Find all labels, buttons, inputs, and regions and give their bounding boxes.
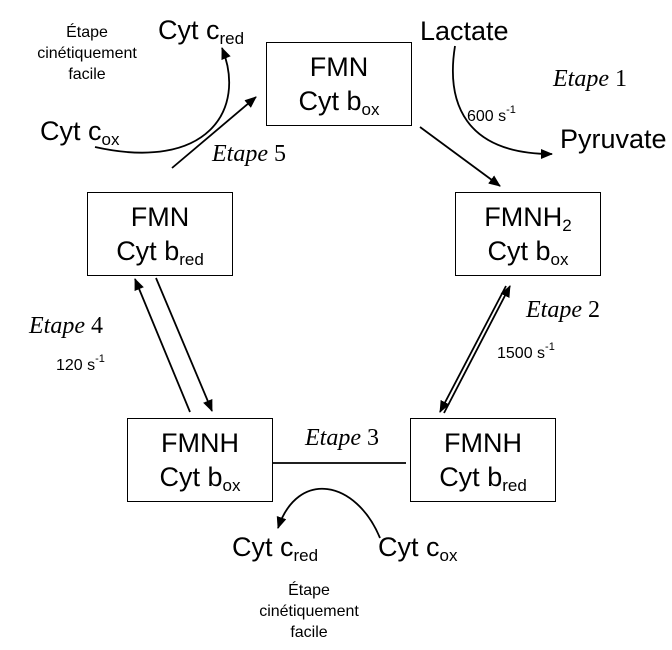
arrow-lactate-pyruvate (452, 45, 553, 159)
arrow-step2-forward (439, 285, 507, 413)
box-fmn-cytb-ox: FMN Cyt box (266, 42, 412, 126)
pyruvate-label: Pyruvate (560, 124, 667, 154)
box-fmnh-cytb-red: FMNH Cyt bred (410, 418, 556, 502)
step-label-5: Etape 5 (212, 141, 286, 167)
arrow-cytc-bottom (276, 488, 381, 539)
box-bottom-right-line1: FMNH (444, 428, 522, 458)
arrow-step1 (419, 126, 501, 187)
box-top-line1: FMN (309, 52, 369, 82)
step-label-2: Etape 2 (526, 297, 600, 323)
box-top-line2: Cyt box (298, 86, 380, 119)
box-bottom-left-line1: FMNH (161, 428, 239, 458)
box-right-line2: Cyt box (487, 236, 569, 269)
arrow-step4-reverse (134, 278, 191, 413)
arrow-step2-reverse (443, 285, 511, 414)
arrow-cytc-top (94, 47, 231, 154)
box-left-line2: Cyt bred (116, 236, 204, 269)
lactate-label: Lactate (420, 16, 509, 46)
step-label-4: Etape 4 (29, 313, 103, 339)
note-bottom-fast-step: Étape cinétiquement facile (259, 582, 359, 641)
cytc-ox-top-label: Cyt cox (40, 116, 120, 149)
rate-step2: 1500 s-1 (497, 341, 555, 363)
box-fmnh-cytb-ox: FMNH Cyt box (127, 418, 273, 502)
note-top-fast-step: Étape cinétiquement facile (37, 24, 137, 83)
arrow-step5 (171, 96, 257, 169)
rate-step4: 120 s-1 (56, 353, 105, 375)
box-left-line1: FMN (130, 202, 190, 232)
step-label-3: Etape 3 (305, 425, 379, 451)
cytc-ox-bottom-label: Cyt cox (378, 532, 458, 565)
box-fmn-cytb-red: FMN Cyt bred (87, 192, 233, 276)
cytc-red-top-label: Cyt cred (158, 15, 245, 48)
arrow-step4-forward (155, 277, 213, 412)
rate-step1: 600 s-1 (467, 104, 516, 126)
box-right-line1: FMNH2 (484, 202, 572, 235)
box-bottom-right-line2: Cyt bred (439, 462, 527, 495)
step-label-1: Etape 1 (553, 66, 627, 92)
cytc-red-bottom-label: Cyt cred (232, 532, 319, 565)
box-bottom-left-line2: Cyt box (159, 462, 241, 495)
box-fmnh2-cytb-ox: FMNH2 Cyt box (455, 192, 601, 276)
